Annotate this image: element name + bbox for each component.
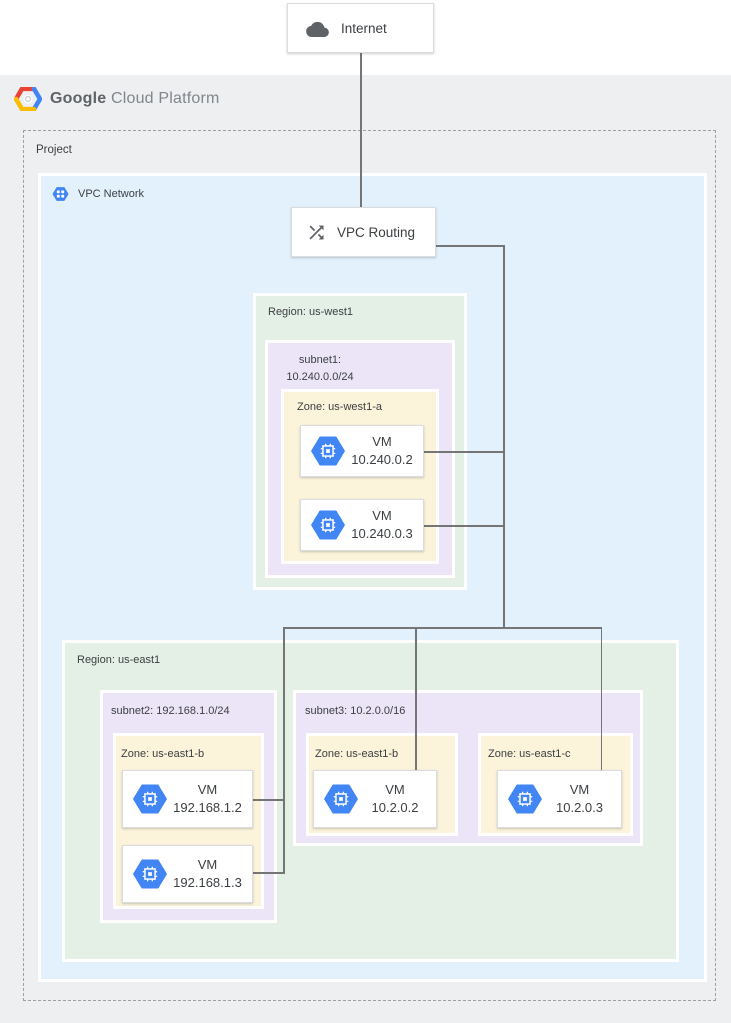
compute-engine-icon: [311, 436, 345, 466]
vm-192-168-1-2: VM 192.168.1.2: [122, 770, 253, 828]
subnet3-label: subnet3: 10.2.0.0/16: [305, 705, 406, 717]
project-container: Project: [23, 130, 716, 1001]
subnet1-label-line1: subnet1:: [298, 354, 342, 366]
compute-engine-icon: [133, 859, 167, 889]
vm-label: VM: [372, 433, 392, 449]
vm-ip: 10.2.0.3: [556, 800, 603, 815]
connector-routing-out: [436, 245, 504, 247]
logo-text-google: Google: [50, 90, 107, 107]
vm-ip: 192.168.1.3: [173, 875, 242, 890]
vm-10-240-0-3: VM 10.240.0.3: [300, 499, 424, 551]
vm-10-2-0-2: VM 10.2.0.2: [313, 770, 437, 828]
region-us-east1: Region: us-east1 subnet2: 192.168.1.0/24…: [62, 640, 679, 962]
connector-drop-middle: [415, 627, 417, 770]
zone-us-east1-b-subnet2: Zone: us-east1-b VM: [113, 733, 264, 909]
vm-ip: 10.240.0.2: [351, 452, 413, 467]
vpc-network-container: VPC Network Region: us-west1 subnet1: 10…: [38, 173, 707, 982]
vpc-routing-node: VPC Routing: [291, 207, 436, 257]
vm-label: VM: [372, 507, 392, 523]
compute-engine-icon: [508, 784, 542, 814]
subnet1-label-line2: 10.240.0.0/24: [286, 370, 354, 383]
vm-10-240-0-2: VM 10.240.0.2: [300, 425, 424, 477]
zone-us-east1-b2-label: Zone: us-east1-b: [315, 748, 399, 760]
region-us-west1: Region: us-west1 subnet1: 10.240.0.0/24 …: [253, 293, 467, 590]
gcp-logo-text: Google Cloud Platform: [50, 90, 220, 108]
connector-vm-east2: [253, 872, 285, 874]
zone-us-east1-c: Zone: us-east1-c VM: [478, 733, 633, 836]
zone-us-west1-a: Zone: us-west1-a VM: [281, 389, 439, 564]
connector-vm-east1: [253, 799, 284, 801]
zone-us-east1-b-subnet3: Zone: us-east1-b VM: [306, 733, 458, 836]
logo-text-cloud-platform: Cloud Platform: [110, 90, 220, 107]
connector-vm-west2: [424, 525, 504, 527]
cloud-icon: [306, 20, 329, 37]
zone-us-east1-c-label: Zone: us-east1-c: [488, 748, 571, 760]
connector-drop-right: [600, 627, 602, 771]
zone-us-east1-b-label: Zone: us-east1-b: [121, 748, 205, 760]
compute-engine-icon: [324, 784, 358, 814]
vm-ip: 192.168.1.2: [173, 800, 242, 815]
vm-label: VM: [197, 781, 218, 797]
connector-main-vertical: [503, 245, 505, 628]
subnet1: subnet1: 10.240.0.0/24 Zone: us-west1-a: [265, 340, 455, 578]
zone-us-west1-a-label: Zone: us-west1-a: [297, 401, 382, 413]
vm-192-168-1-3: VM 192.168.1.3: [122, 845, 253, 903]
region-us-east1-label: Region: us-east1: [77, 654, 161, 666]
compute-engine-icon: [311, 510, 345, 540]
gcp-logo: Google Cloud Platform: [14, 87, 220, 111]
vpc-network-label: VPC Network: [78, 188, 145, 200]
vm-10-2-0-3: VM 10.2.0.3: [497, 770, 622, 828]
vm-label: VM: [385, 781, 405, 797]
subnet1-label: subnet1: 10.240.0.0/24: [268, 352, 372, 385]
subnet2-label: subnet2: 192.168.1.0/24: [111, 705, 230, 717]
connector-internet-to-routing: [360, 53, 362, 207]
vm-ip: 10.240.0.3: [351, 526, 413, 541]
connector-distribution: [283, 627, 602, 629]
vm-label: VM: [197, 856, 218, 872]
subnet2: subnet2: 192.168.1.0/24 Zone: us-east1-b: [100, 690, 277, 923]
project-label: Project: [36, 144, 72, 156]
connector-drop-left: [283, 627, 285, 873]
gcp-logo-icon: [14, 87, 42, 111]
routing-arrows-icon: [306, 222, 327, 243]
connector-vm-west1: [424, 451, 504, 453]
subnet3: subnet3: 10.2.0.0/16 Zone: us-east1-b: [293, 690, 643, 846]
internet-label: Internet: [341, 20, 387, 36]
vm-label: VM: [569, 781, 590, 797]
internet-node: Internet: [287, 3, 434, 53]
vm-ip: 10.2.0.2: [371, 800, 419, 815]
vpc-network-icon: [52, 186, 69, 202]
region-us-west1-label: Region: us-west1: [268, 306, 353, 318]
compute-engine-icon: [133, 784, 167, 814]
vpc-routing-label: VPC Routing: [337, 224, 416, 240]
